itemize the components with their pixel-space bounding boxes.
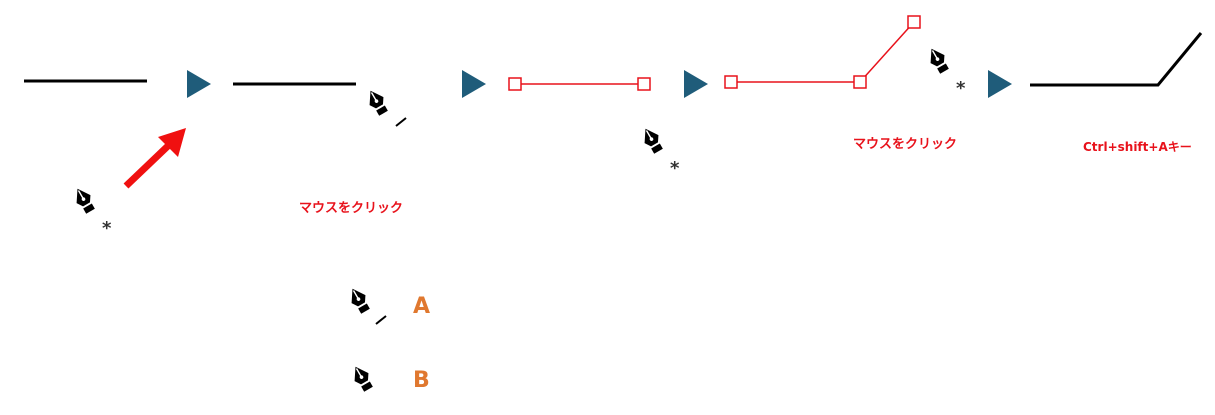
step-arrow-icon-1: [187, 70, 211, 98]
step-arrow-icon-3: [684, 70, 708, 98]
anchor-point-square-icon: [637, 77, 651, 91]
step-arrow-icon-4: [988, 70, 1012, 98]
svg-text:*: *: [102, 218, 112, 239]
pen-asterisk-cursor-icon: *: [923, 44, 966, 99]
pen-asterisk-cursor-icon: *: [69, 184, 112, 239]
anchor-point-square-icon: [724, 75, 738, 89]
step-arrow-icon-2: [462, 70, 486, 98]
pen-asterisk-cursor-icon: *: [637, 124, 680, 179]
extended-selected-path: [724, 15, 921, 89]
caption-click-2: マウスをクリック: [853, 137, 958, 152]
pen-slash-cursor-icon: [362, 86, 407, 127]
caption-click-1: マウスをクリック: [299, 201, 404, 216]
anchor-point-square-icon: [508, 77, 522, 91]
final-path: [1030, 32, 1203, 87]
svg-text:*: *: [670, 158, 680, 179]
selected-path: [508, 77, 651, 91]
legend-label-b: B: [413, 368, 430, 393]
anchor-point-square-icon: [907, 15, 921, 29]
legend-label-a: A: [413, 294, 431, 319]
svg-text:*: *: [956, 78, 966, 99]
anchor-point-square-icon: [853, 75, 867, 89]
caption-shortcut: Ctrl+shift+Aキー: [1083, 140, 1192, 154]
legend-pen-icon: [347, 362, 377, 394]
red-arrow-icon: [123, 128, 186, 189]
legend-pen-slash-icon: [344, 284, 387, 325]
